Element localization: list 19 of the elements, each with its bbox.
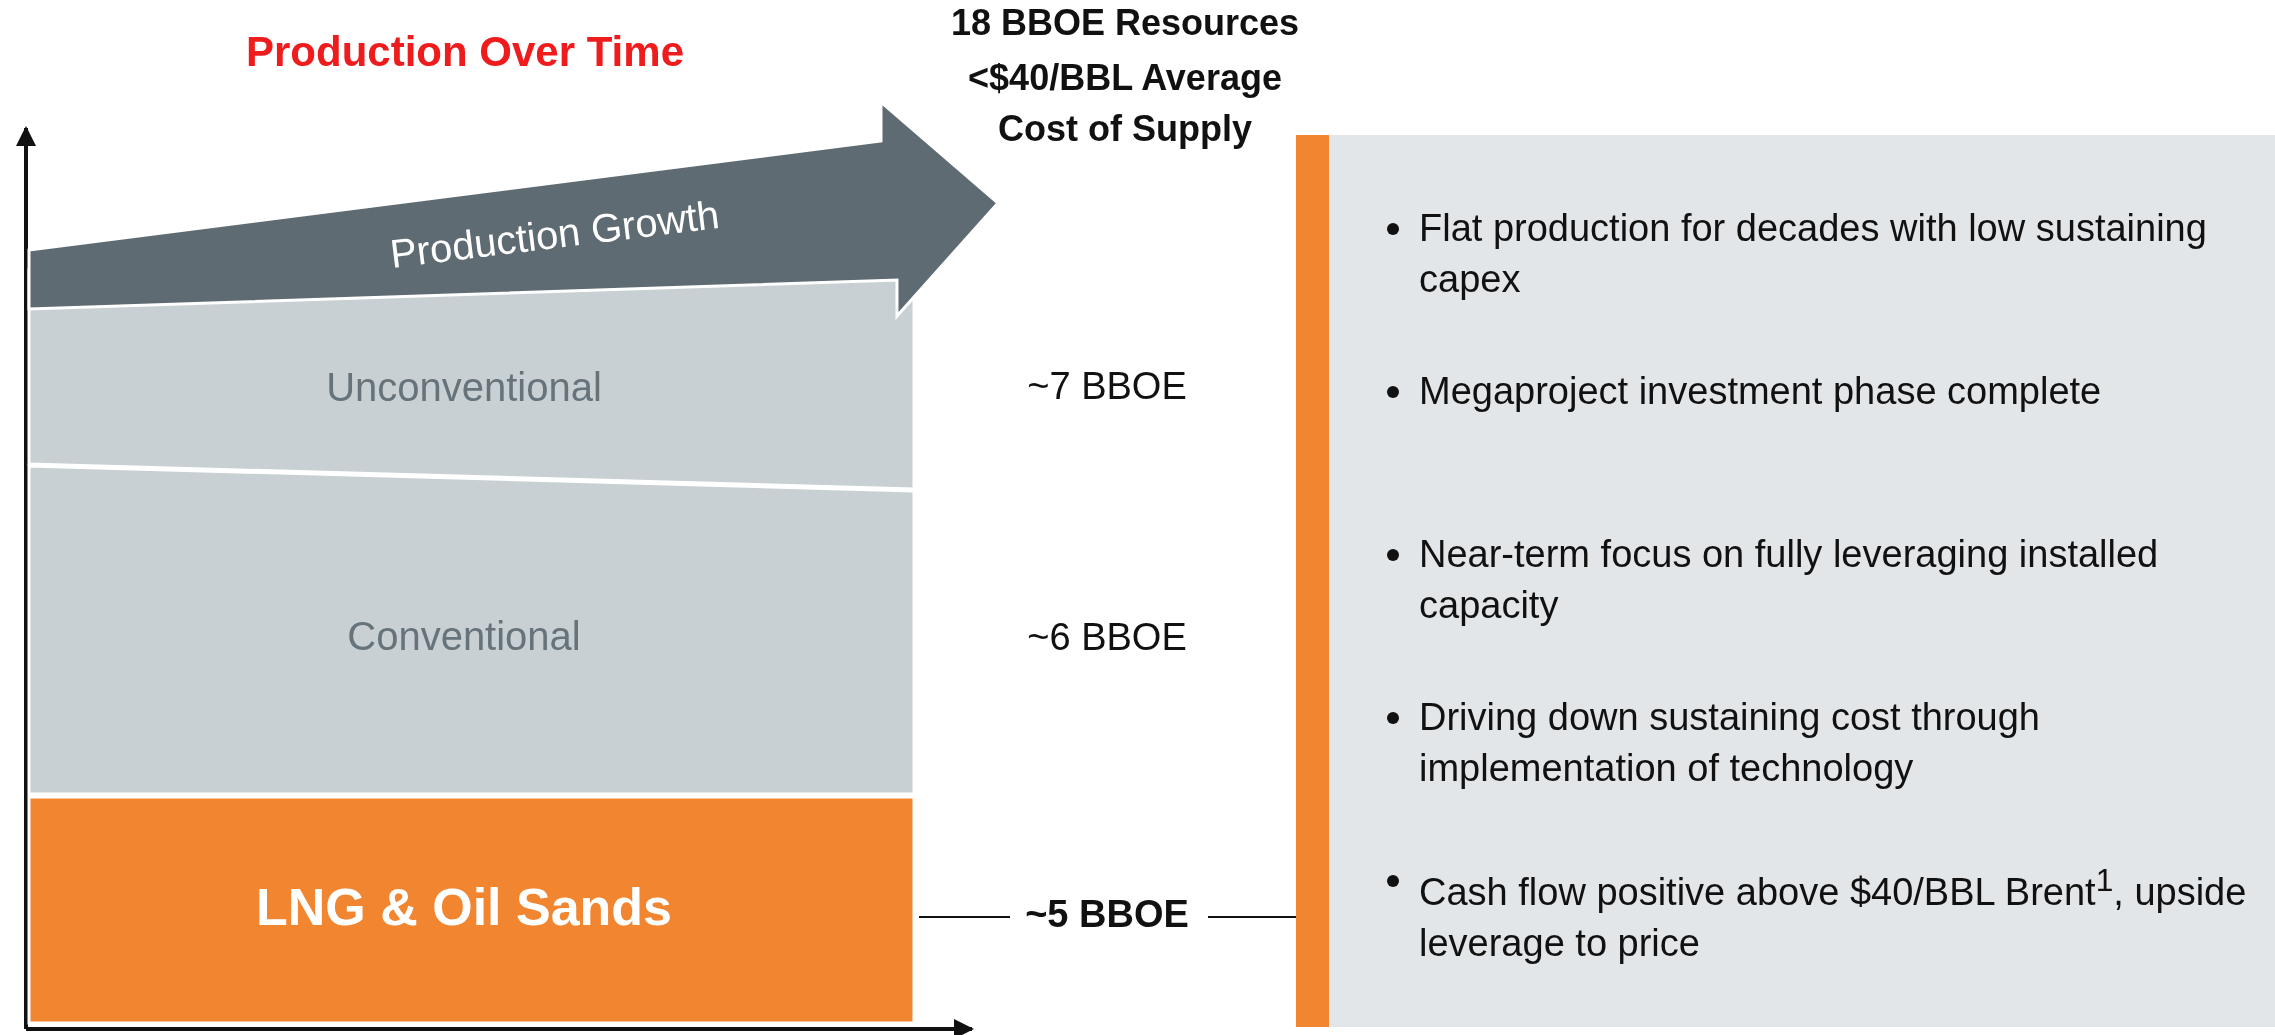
connector-line bbox=[1207, 916, 1297, 918]
value-label: ~7 BBOE bbox=[1026, 365, 1188, 408]
column-heading: <$40/BBL Average bbox=[967, 57, 1283, 99]
arrow-label: Production Growth bbox=[387, 192, 722, 277]
bullet-text: Driving down sustaining cost through implementation of technology bbox=[1419, 695, 2041, 791]
column-heading: Cost of Supply bbox=[997, 108, 1253, 150]
value-label: ~5 BBOE bbox=[1007, 893, 1207, 936]
bullet-panel bbox=[1296, 135, 2275, 1027]
bullet-text: Flat production for decades with low sustaining capex bbox=[1419, 206, 2208, 302]
bullet-text: Near-term focus on fully leveraging installed capacity bbox=[1419, 532, 2160, 628]
chart-title: Production Over Time bbox=[245, 28, 685, 76]
band-label: Conventional bbox=[346, 614, 582, 659]
column-heading: 18 BBOE Resources bbox=[949, 2, 1301, 44]
band-label: Unconventional bbox=[325, 365, 603, 410]
bullet-text: Megaproject investment phase complete bbox=[1419, 369, 2103, 414]
value-label: ~6 BBOE bbox=[1026, 616, 1188, 659]
connector-line bbox=[918, 916, 1011, 918]
band-label: LNG & Oil Sands bbox=[254, 877, 674, 937]
bullet-text: Cash flow positive above $40/BBL Brent$^{1}$, upside leverage to price bbox=[1419, 861, 2248, 966]
